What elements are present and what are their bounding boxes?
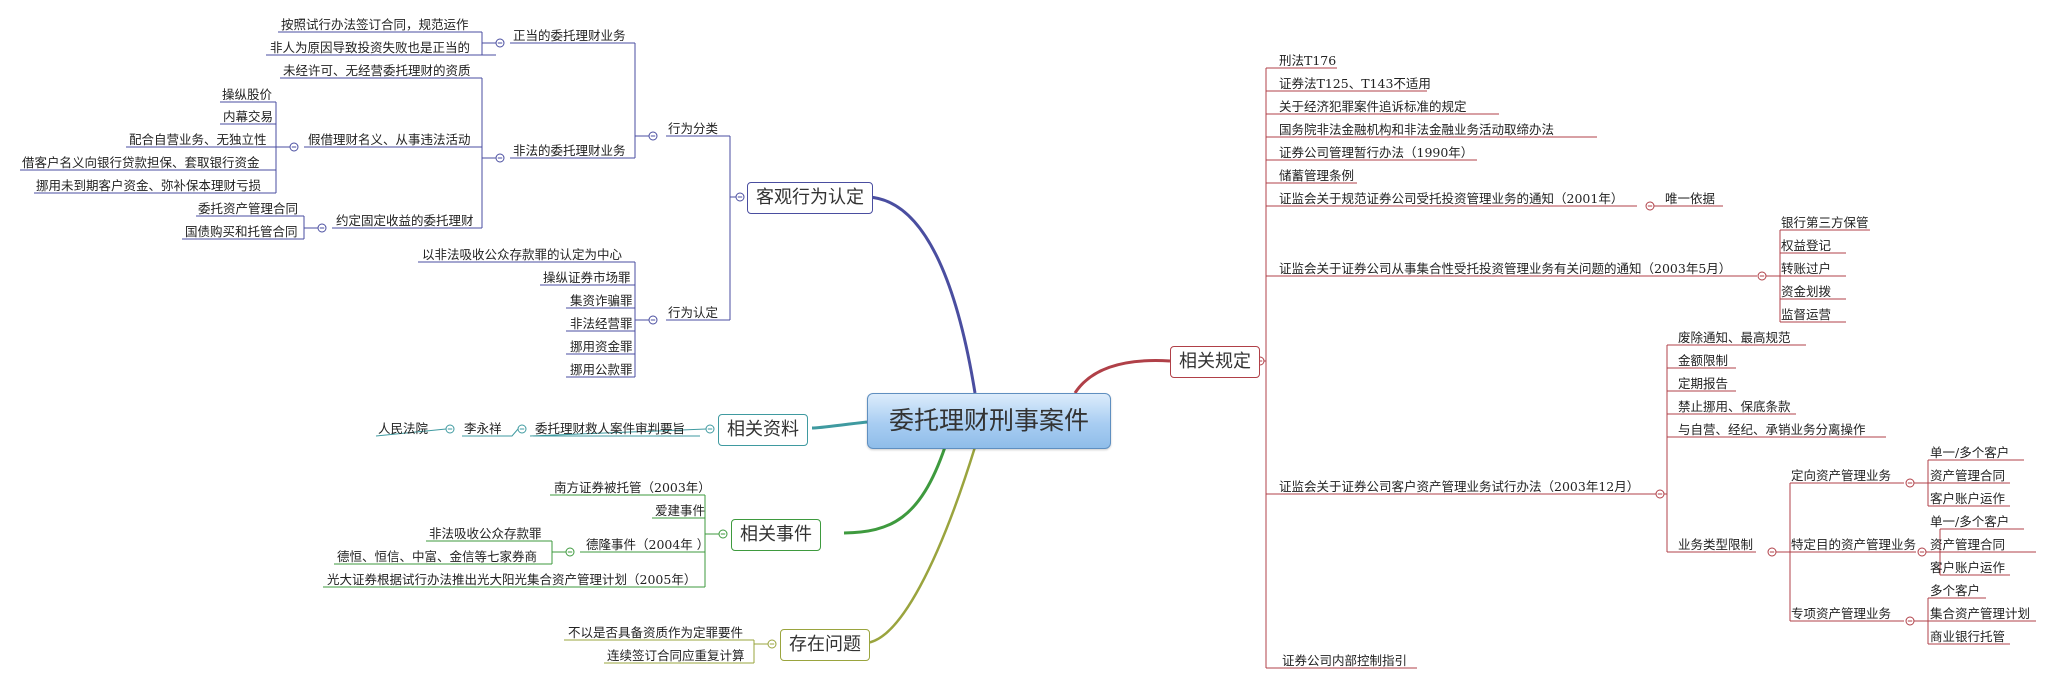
leaf-illegal-fixed[interactable]: 约定固定收益的委托理财 <box>336 213 474 228</box>
leaf-illegal-unlicensed[interactable]: 未经许可、无经营委托理财的资质 <box>283 63 471 78</box>
leaf-type-directed[interactable]: 定向资产管理业务 <box>1791 468 1892 483</box>
leaf-may2003-1[interactable]: 银行第三方保管 <box>1781 215 1869 230</box>
leaf-illegal-pretext[interactable]: 假借理财名义、从事违法活动 <box>308 132 471 147</box>
leaf-reg-1[interactable]: 刑法T176 <box>1279 53 1337 68</box>
branch-related-regulations[interactable]: 相关规定 <box>1170 346 1260 378</box>
leaf-determination-5[interactable]: 挪用资金罪 <box>570 339 633 354</box>
leaf-dec2003-3[interactable]: 定期报告 <box>1678 376 1729 391</box>
leaf-reg-6[interactable]: 储蓄管理条例 <box>1279 168 1355 183</box>
leaf-reg-5[interactable]: 证券公司管理暂行办法（1990年） <box>1279 145 1474 160</box>
leaf-event-1[interactable]: 南方证券被托管（2003年） <box>554 480 711 495</box>
leaf-type-specific[interactable]: 特定目的资产管理业务 <box>1791 537 1917 552</box>
leaf-determination-4[interactable]: 非法经营罪 <box>570 316 633 331</box>
leaf-pretext-3[interactable]: 配合自营业务、无独立性 <box>129 132 267 147</box>
leaf-fixed-1[interactable]: 委托资产管理合同 <box>198 201 299 216</box>
leaf-problem-1[interactable]: 不以是否具备资质作为定罪要件 <box>568 625 744 640</box>
leaf-may2003-5[interactable]: 监督运营 <box>1781 307 1832 322</box>
leaf-may2003-4[interactable]: 资金划拨 <box>1781 284 1832 299</box>
leaf-determination-2[interactable]: 操纵证券市场罪 <box>543 270 631 285</box>
leaf-directed-2[interactable]: 资产管理合同 <box>1930 468 2006 483</box>
topic-legitimate-business[interactable]: 正当的委托理财业务 <box>513 28 626 43</box>
connector-root-objective <box>867 195 977 394</box>
leaf-determination-3[interactable]: 集资诈骗罪 <box>570 293 633 308</box>
leaf-delong-1[interactable]: 非法吸收公众存款罪 <box>429 526 542 541</box>
leaf-specific-1[interactable]: 单一/多个客户 <box>1930 514 2010 529</box>
connector-underline <box>666 135 730 321</box>
root-topic[interactable]: 委托理财刑事案件 <box>867 393 1111 449</box>
leaf-dec2003-1[interactable]: 废除通知、最高规范 <box>1678 330 1791 345</box>
leaf-specific-3[interactable]: 客户账户运作 <box>1930 560 2006 575</box>
connector-root-problems <box>865 446 977 645</box>
leaf-directed-1[interactable]: 单一/多个客户 <box>1930 445 2010 460</box>
leaf-directed-3[interactable]: 客户账户运作 <box>1930 491 2006 506</box>
connector-root-materials <box>811 420 868 430</box>
leaf-dec2003-types[interactable]: 业务类型限制 <box>1678 537 1754 552</box>
leaf-reg-basis[interactable]: 唯一依据 <box>1665 191 1716 206</box>
leaf-problem-2[interactable]: 连续签订合同应重复计算 <box>607 648 745 663</box>
leaf-material-guidance[interactable]: 委托理财救人案件审判要旨 <box>535 421 686 436</box>
leaf-pretext-2[interactable]: 内幕交易 <box>223 109 274 124</box>
leaf-special-2[interactable]: 集合资产管理计划 <box>1930 606 2031 621</box>
leaf-dec2003-4[interactable]: 禁止挪用、保底条款 <box>1678 399 1791 414</box>
topic-classification[interactable]: 行为分类 <box>668 121 719 136</box>
connector-root-events <box>843 446 947 535</box>
leaf-pretext-1[interactable]: 操纵股价 <box>222 87 273 102</box>
leaf-special-1[interactable]: 多个客户 <box>1930 583 1981 598</box>
branch-objective-determination[interactable]: 客观行为认定 <box>747 182 873 214</box>
leaf-pretext-5[interactable]: 挪用未到期客户资金、弥补保本理财亏损 <box>36 178 262 193</box>
leaf-specific-2[interactable]: 资产管理合同 <box>1930 537 2006 552</box>
leaf-pretext-4[interactable]: 借客户名义向银行贷款担保、套取银行资金 <box>22 155 260 170</box>
leaf-material-author[interactable]: 李永祥 <box>464 421 502 436</box>
leaf-reg-7[interactable]: 证监会关于规范证券公司受托投资管理业务的通知（2001年） <box>1279 191 1624 206</box>
leaf-reg-2[interactable]: 证券法T125、T143不适用 <box>1279 76 1431 91</box>
connector <box>462 428 519 437</box>
leaf-may2003-3[interactable]: 转账过户 <box>1781 261 1832 276</box>
leaf-reg-9[interactable]: 证监会关于证券公司客户资产管理业务试行办法（2003年12月） <box>1279 479 1640 494</box>
leaf-reg-8[interactable]: 证监会关于证券公司从事集合性受托投资管理业务有关问题的通知（2003年5月） <box>1279 261 1732 276</box>
leaf-determination-6[interactable]: 挪用公款罪 <box>570 362 633 377</box>
connector <box>375 428 447 437</box>
branch-existing-problems[interactable]: 存在问题 <box>780 629 870 661</box>
connector-root-regulations <box>1073 359 1171 394</box>
leaf-reg-4[interactable]: 国务院非法金融机构和非法金融业务活动取缔办法 <box>1279 122 1555 137</box>
leaf-event-4[interactable]: 光大证券根据试行办法推出光大阳光集合资产管理计划（2005年） <box>327 572 697 587</box>
topic-illegal-business[interactable]: 非法的委托理财业务 <box>513 143 626 158</box>
connector <box>529 428 707 437</box>
leaf-special-3[interactable]: 商业银行托管 <box>1930 629 2006 644</box>
branch-related-materials[interactable]: 相关资料 <box>718 414 808 446</box>
leaf-determination-1[interactable]: 以非法吸收公众存款罪的认定为中心 <box>422 247 623 262</box>
leaf-legit-2[interactable]: 非人为原因导致投资失败也是正当的 <box>270 40 471 55</box>
leaf-type-special[interactable]: 专项资产管理业务 <box>1791 606 1892 621</box>
leaf-event-delong[interactable]: 德隆事件（2004年 ） <box>586 537 710 552</box>
leaf-may2003-2[interactable]: 权益登记 <box>1781 238 1832 253</box>
leaf-material-court[interactable]: 人民法院 <box>378 421 429 436</box>
leaf-reg-10[interactable]: 证券公司内部控制指引 <box>1282 653 1408 668</box>
leaf-dec2003-2[interactable]: 金额限制 <box>1678 353 1729 368</box>
leaf-fixed-2[interactable]: 国债购买和托管合同 <box>185 224 298 239</box>
branch-related-events[interactable]: 相关事件 <box>731 519 821 551</box>
leaf-legit-1[interactable]: 按照试行办法签订合同，规范运作 <box>281 17 469 32</box>
leaf-reg-3[interactable]: 关于经济犯罪案件追诉标准的规定 <box>1279 99 1467 114</box>
leaf-delong-2[interactable]: 德恒、恒信、中富、金信等七家券商 <box>337 549 538 564</box>
leaf-event-2[interactable]: 爱建事件 <box>655 503 706 518</box>
topic-determination[interactable]: 行为认定 <box>668 305 719 320</box>
leaf-dec2003-5[interactable]: 与自营、经纪、承销业务分离操作 <box>1678 422 1866 437</box>
